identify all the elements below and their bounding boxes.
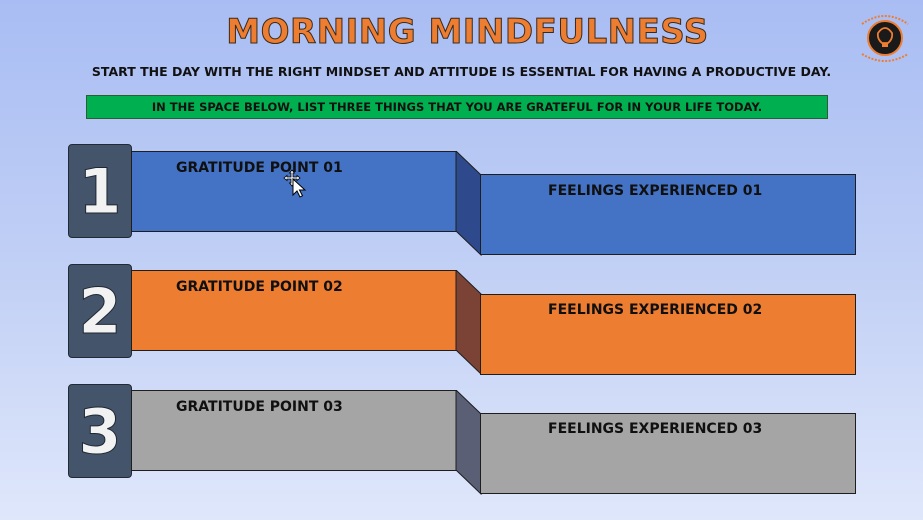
connector-3 (455, 390, 482, 495)
lightbulb-logo-icon (861, 15, 909, 62)
feelings-label-3: FEELINGS EXPERIENCED 03 (548, 421, 763, 437)
number-badge-1: 1 (68, 144, 132, 238)
feelings-label-1: FEELINGS EXPERIENCED 01 (548, 183, 763, 199)
gratitude-point-box-2[interactable] (131, 270, 457, 351)
gratitude-label-3: GRATITUDE POINT 03 (176, 399, 343, 415)
feelings-box-3[interactable] (480, 413, 856, 494)
number-badge-2: 2 (68, 264, 132, 358)
number-badge-3: 3 (68, 384, 132, 478)
page-subtitle: START THE DAY WITH THE RIGHT MINDSET AND… (91, 64, 832, 79)
gratitude-point-box-3[interactable] (131, 390, 457, 471)
page-title: MORNING MINDFULNESS (226, 12, 709, 53)
move-cursor-icon (283, 169, 307, 198)
feelings-label-2: FEELINGS EXPERIENCED 02 (548, 302, 763, 318)
feelings-box-1[interactable] (480, 174, 856, 255)
gratitude-label-1: GRATITUDE POINT 01 (176, 160, 343, 176)
connector-1 (455, 151, 482, 256)
instruction-banner: IN THE SPACE BELOW, LIST THREE THINGS TH… (86, 95, 828, 119)
gratitude-label-2: GRATITUDE POINT 02 (176, 279, 343, 295)
connector-2 (455, 270, 482, 375)
feelings-box-2[interactable] (480, 294, 856, 375)
